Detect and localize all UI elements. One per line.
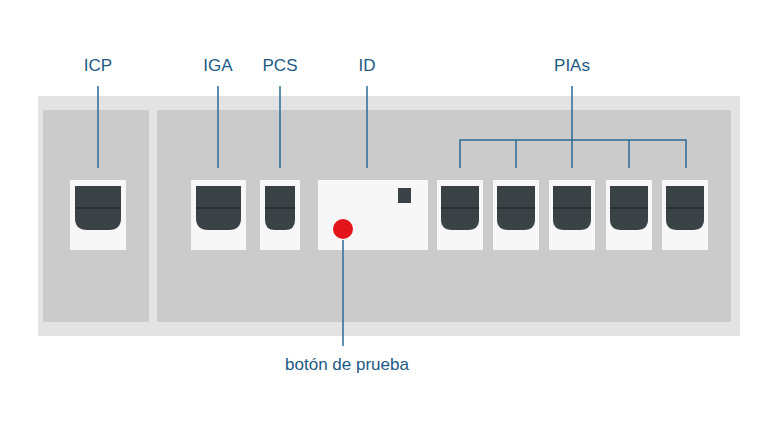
panel-frame: [38, 96, 740, 336]
main-compartment: [157, 110, 731, 322]
pcs-breaker: [260, 180, 300, 250]
pia-breakers: [437, 180, 708, 250]
test-button-label: botón de prueba: [285, 355, 409, 375]
part-label: IGA: [203, 56, 232, 76]
test-button: [333, 219, 353, 239]
leader-lines: [98, 86, 686, 346]
icp-breaker: [70, 180, 126, 250]
icp-compartment: [43, 110, 149, 322]
part-label: PCS: [263, 56, 298, 76]
part-label: PIAs: [554, 56, 590, 76]
part-label: ID: [359, 56, 376, 76]
differential-switch: [318, 180, 428, 250]
part-label: ICP: [84, 56, 112, 76]
iga-breaker: [191, 180, 246, 250]
